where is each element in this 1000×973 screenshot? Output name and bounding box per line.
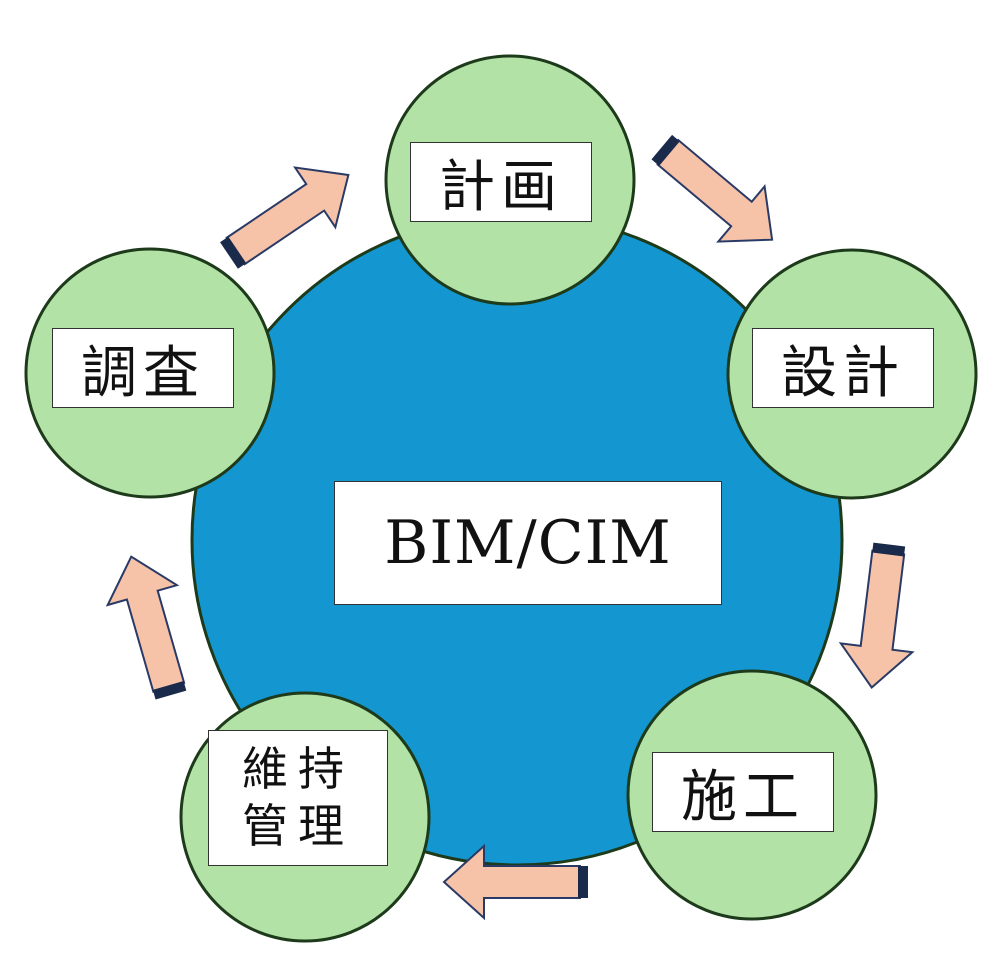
stage-label-survey: 調査	[52, 328, 234, 408]
stage-label-design: 設計	[752, 328, 934, 408]
arrow-survey-to-plan	[220, 166, 350, 269]
arrow-maintenance-to-survey	[105, 555, 187, 700]
arrow-plan-to-design	[651, 134, 774, 243]
stage-label-plan: 計画	[410, 142, 592, 222]
center-label: BIM/CIM	[334, 481, 722, 605]
arrow-design-to-construction	[838, 542, 915, 689]
stage-label-maintenance: 維持 管理	[208, 730, 388, 866]
stage-label-construction: 施工	[652, 752, 834, 832]
arrow-construction-to-maintenance	[442, 843, 588, 921]
